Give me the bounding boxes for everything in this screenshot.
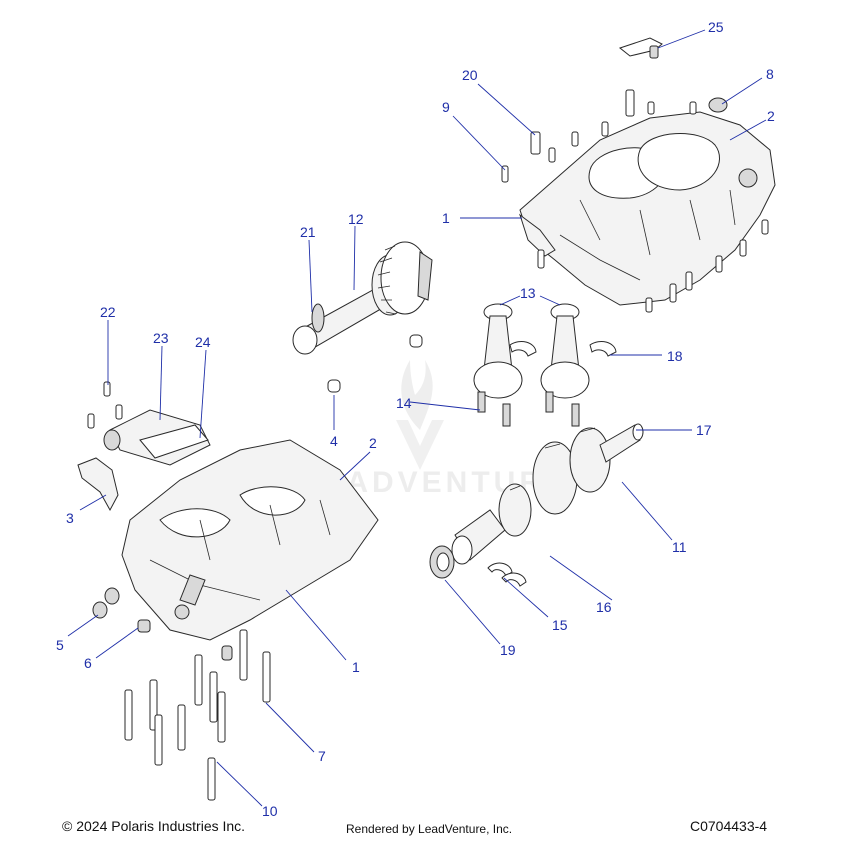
callout-10: 10 — [262, 803, 278, 819]
callout-5: 5 — [56, 637, 64, 653]
oil-seal-part-19 — [429, 545, 455, 579]
callout-2-lower: 2 — [369, 435, 377, 451]
plug-part-6 — [137, 619, 233, 661]
copyright-text: © 2024 Polaris Industries Inc. — [62, 818, 246, 834]
callout-20: 20 — [462, 67, 478, 83]
plug-part-8 — [708, 97, 728, 113]
callout-8: 8 — [766, 66, 774, 82]
dowel-pins-part-4 — [327, 334, 423, 393]
crankcase-bolt-part-10 — [207, 757, 216, 801]
callout-15: 15 — [552, 617, 568, 633]
callout-22: 22 — [100, 304, 116, 320]
callout-21: 21 — [300, 224, 316, 240]
callout-3: 3 — [66, 510, 74, 526]
bracket-part-25 — [618, 37, 663, 59]
leader-lines — [67, 29, 767, 807]
callout-17: 17 — [696, 422, 712, 438]
callout-14: 14 — [396, 395, 412, 411]
main-bearings-part-15 — [487, 562, 527, 587]
cover-assembly-parts-23-24 — [103, 409, 211, 466]
crankcase-bolts-part-7 — [124, 629, 271, 766]
callout-13: 13 — [520, 285, 536, 301]
callout-16: 16 — [596, 599, 612, 615]
callout-9: 9 — [442, 99, 450, 115]
callout-25: 25 — [708, 19, 724, 35]
callout-24: 24 — [195, 334, 211, 350]
callout-23: 23 — [153, 330, 169, 346]
rod-bearings-part-18 — [509, 341, 617, 357]
leadventure-logo-icon — [396, 360, 444, 470]
callout-1-upper: 1 — [442, 210, 450, 226]
callout-1-lower: 1 — [352, 659, 360, 675]
lower-crankcase — [121, 439, 379, 641]
callout-7: 7 — [318, 748, 326, 764]
callout-2-upper: 2 — [767, 108, 775, 124]
callout-11: 11 — [672, 539, 687, 555]
callout-6: 6 — [84, 655, 92, 671]
drawing-id: C0704433-4 — [690, 818, 768, 834]
crankshaft — [451, 423, 644, 565]
callout-4: 4 — [330, 433, 338, 449]
screws-part-22 — [87, 381, 123, 429]
callout-12: 12 — [348, 211, 364, 227]
connecting-rod-left — [473, 303, 523, 427]
rendered-by-text: Rendered by LeadVenture, Inc. — [346, 822, 513, 836]
callout-18: 18 — [667, 348, 683, 364]
upper-case-bolts — [501, 89, 769, 313]
upper-crankcase — [519, 111, 776, 306]
bracket-part-3 — [77, 457, 119, 512]
callout-labels: 25 20 8 9 2 1 21 12 13 22 23 24 18 14 17… — [56, 19, 775, 819]
connecting-rod-right — [540, 303, 590, 427]
balance-shaft — [292, 241, 433, 355]
callout-19: 19 — [500, 642, 516, 658]
washer-part-5 — [92, 587, 120, 619]
